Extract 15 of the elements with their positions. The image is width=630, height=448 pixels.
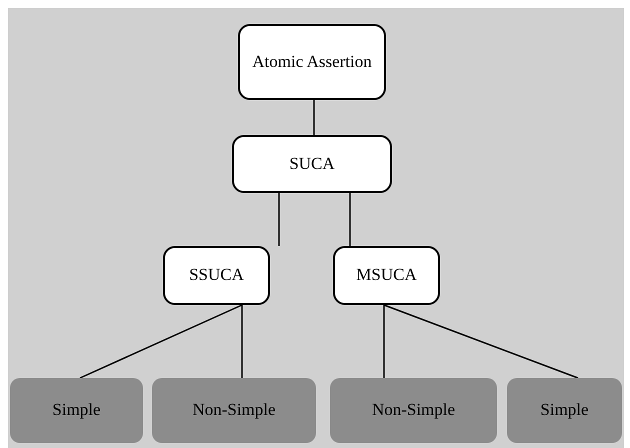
connector-line <box>313 100 315 135</box>
leaf-box: Simple <box>10 378 143 443</box>
connector-line <box>278 193 280 246</box>
leaf-box: Non-Simple <box>330 378 497 443</box>
connector-line <box>383 305 385 378</box>
category-box: SSUCA <box>163 246 270 305</box>
connector-line <box>384 304 578 379</box>
category-box: MSUCA <box>333 246 440 305</box>
leaf-box: Simple <box>507 378 622 443</box>
leaf-box: Non-Simple <box>152 378 316 443</box>
connector-line <box>241 305 243 378</box>
connector-line <box>349 193 351 246</box>
connector-line <box>80 304 242 379</box>
category-box: SUCA <box>232 135 392 193</box>
category-box: Atomic Assertion <box>238 24 386 100</box>
